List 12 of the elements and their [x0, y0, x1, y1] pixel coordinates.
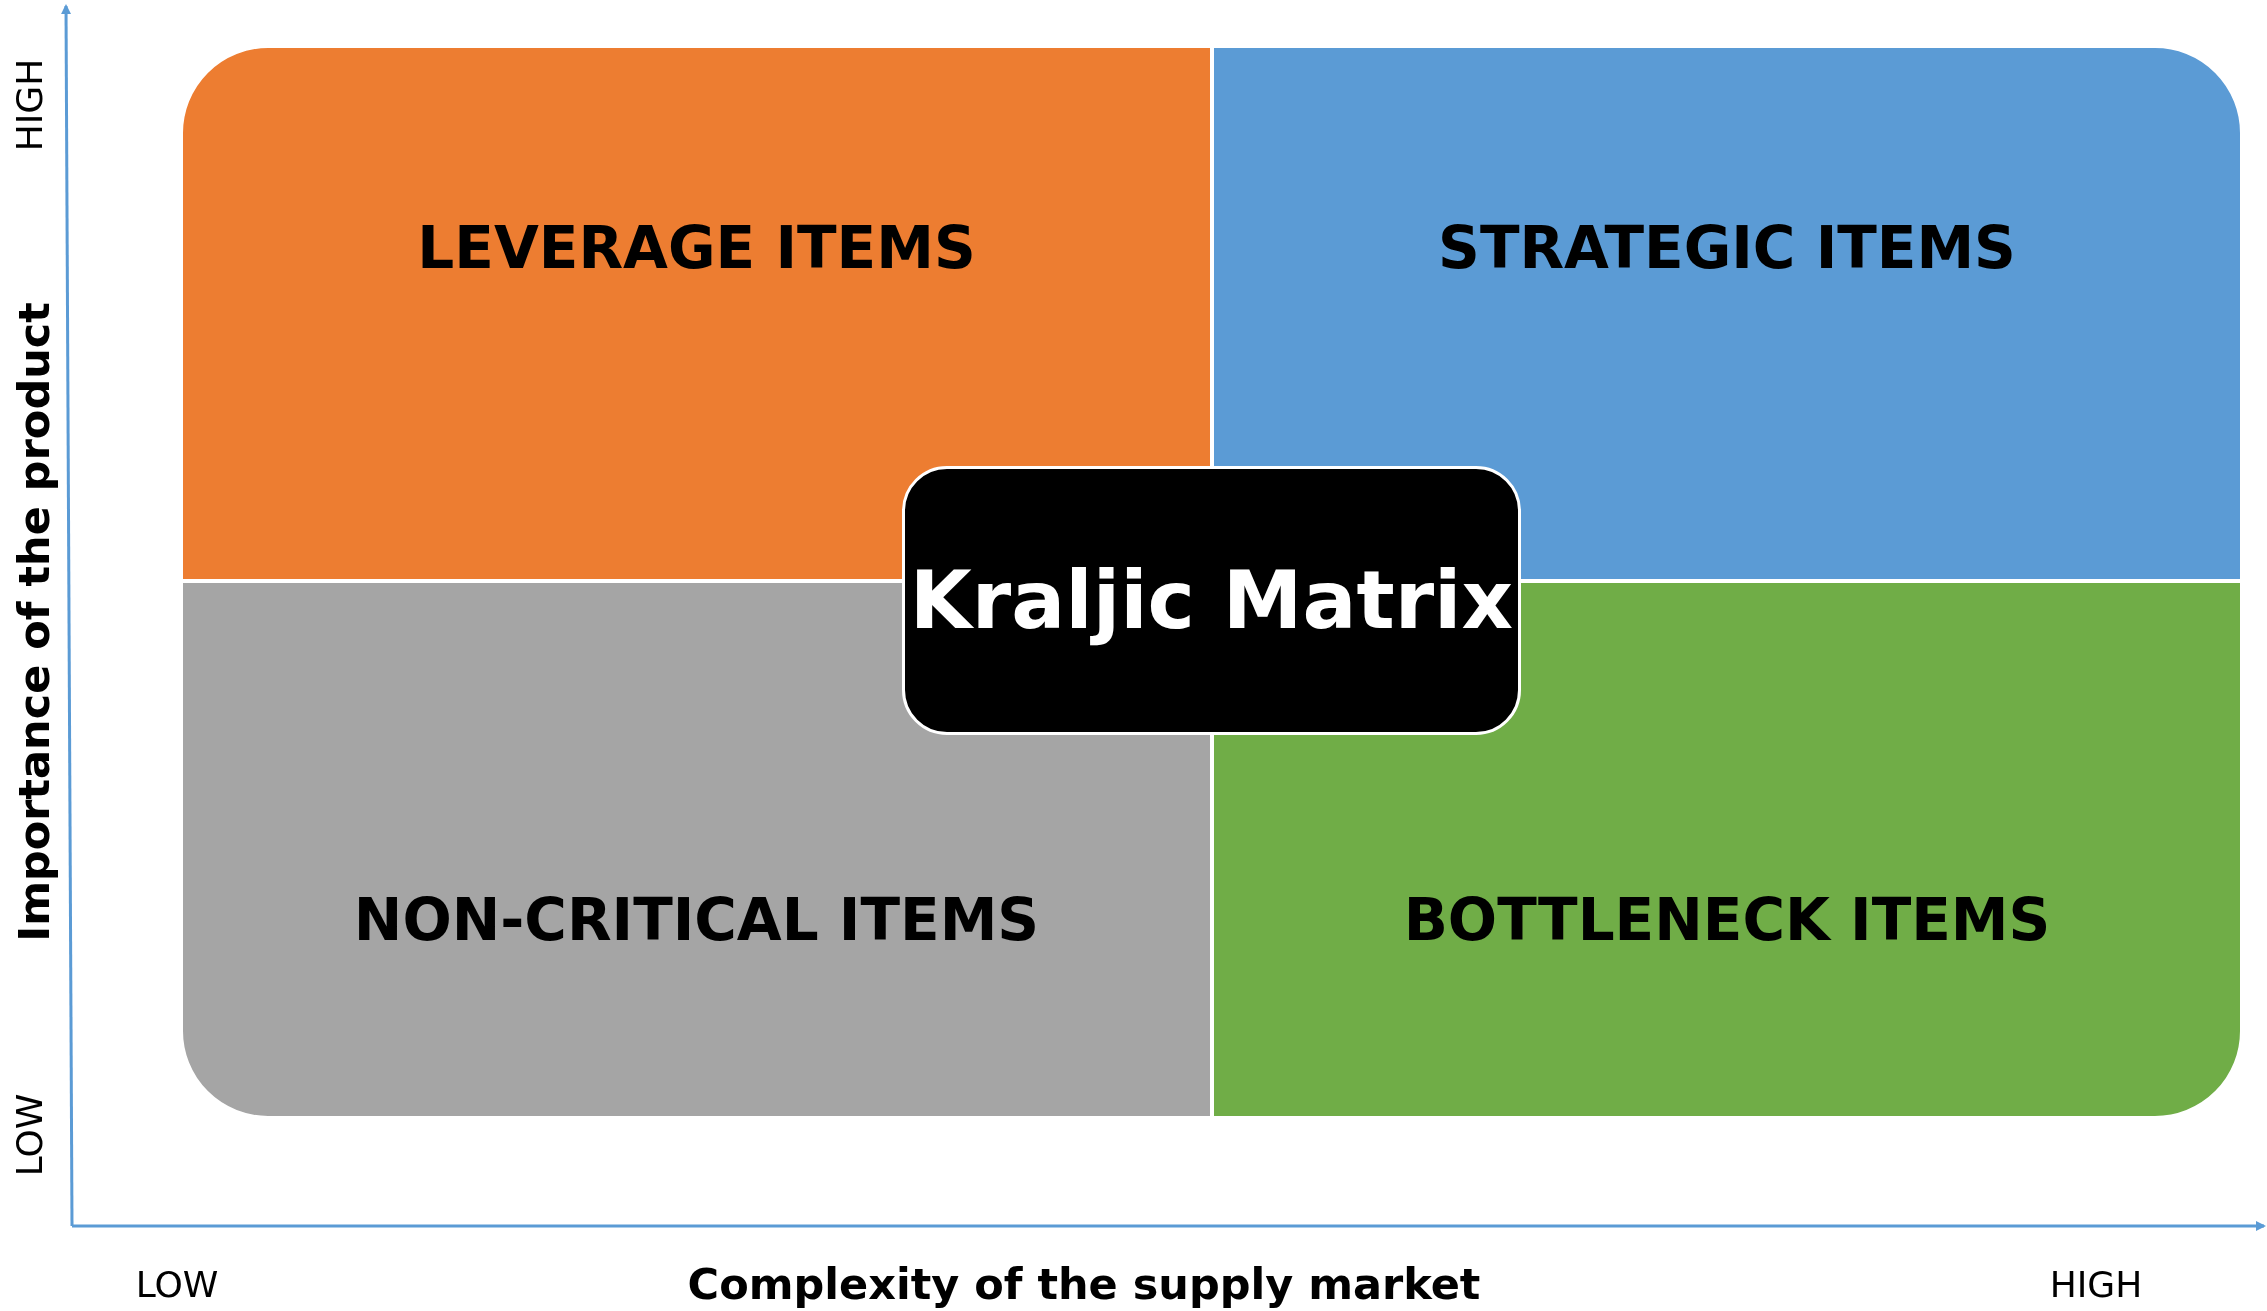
axis-title: Importance of the product: [9, 302, 59, 942]
title-box: [902, 466, 1521, 735]
axis-title: Complexity of the supply market: [687, 1259, 1481, 1309]
axis-tick-label: LOW: [8, 1093, 50, 1177]
axis-tick-label: HIGH: [2049, 1263, 2143, 1305]
axis-tick-label: HIGH: [8, 58, 50, 152]
axis-tick-label: LOW: [135, 1263, 219, 1305]
quadrant-label: BOTTLENECK ITEMS: [1403, 886, 2051, 954]
quadrant-label: NON-CRITICAL ITEMS: [353, 886, 1040, 954]
title-text: Kraljic Matrix: [909, 554, 1514, 647]
quadrant-label: STRATEGIC ITEMS: [1438, 214, 2016, 282]
quadrant-label: LEVERAGE ITEMS: [417, 214, 976, 282]
